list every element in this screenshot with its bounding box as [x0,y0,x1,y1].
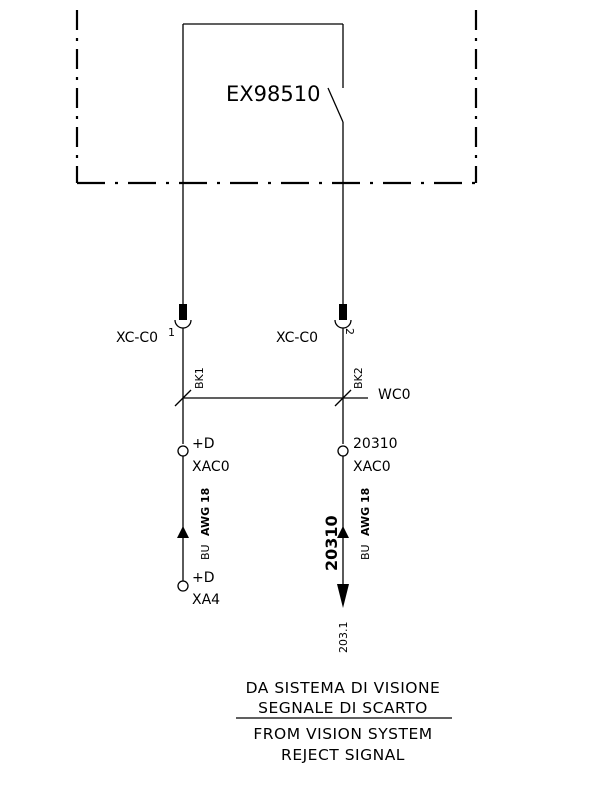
connector-right [334,304,352,329]
core-right-label: BK2 [352,367,365,389]
contact-circuit [182,23,344,305]
device-tag: EX98510 [226,82,320,106]
terminal-left-bottom-sub: XA4 [192,592,220,608]
caption-it-line2: SEGNALE DI SCARTO [258,699,428,717]
device-boundary [75,10,478,185]
terminal-left-top-sub: XAC0 [192,459,230,475]
terminal-right-top-label: 20310 [353,436,398,452]
connector-left-pin: 1 [168,326,175,339]
terminal-left-top [177,445,189,457]
wire-left-gauge: AWG 18 [199,488,212,536]
connector-left [174,304,192,329]
caption-en-line1: FROM VISION SYSTEM [253,725,432,743]
terminal-right-top [337,445,349,457]
signal-page-ref: 203.1 [337,622,350,654]
terminal-right-top-sub: XAC0 [353,459,391,475]
signal-wire-number: 20310 [322,515,341,571]
connector-right-pin: 2 [343,328,356,335]
connector-right-label: XC-C0 [276,330,318,346]
core-left-label: BK1 [193,367,206,389]
terminal-left-top-label: +D [192,436,215,452]
caption-en-line2: REJECT SIGNAL [281,746,405,764]
wire-left-lower [177,456,189,581]
caption-it-line1: DA SISTEMA DI VISIONE [246,679,441,697]
cable-id: WC0 [378,387,411,403]
signal-arrow [337,584,349,608]
wire-left-color: BU [199,544,212,560]
terminal-left-bottom-label: +D [192,570,215,586]
cable-section [174,328,368,444]
terminal-left-bottom [177,580,189,592]
switch-contact [327,87,344,123]
wire-right-lower [337,456,349,608]
connector-left-label: XC-C0 [116,330,158,346]
wire-right-gauge: AWG 18 [359,488,372,536]
wire-right-color: BU [359,544,372,560]
